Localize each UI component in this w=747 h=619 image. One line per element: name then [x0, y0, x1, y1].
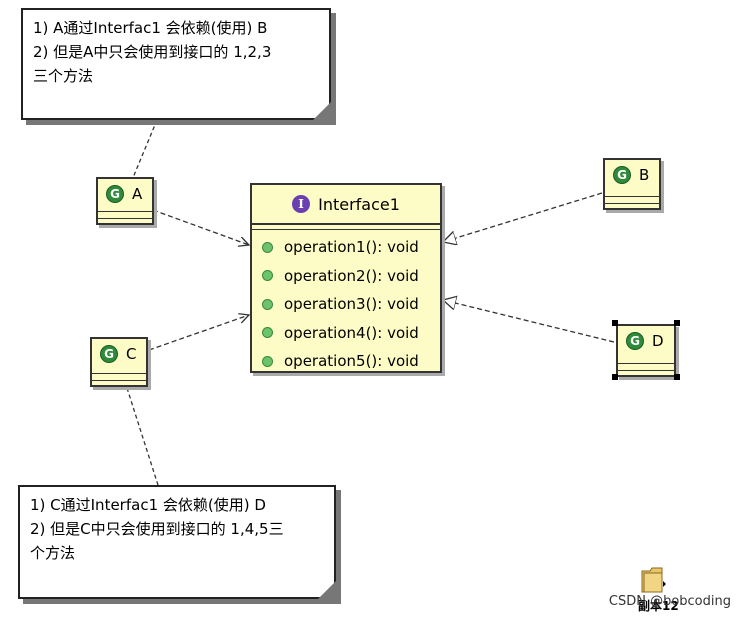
realization-b-interface [443, 192, 603, 242]
note-c-anchor-line [126, 387, 159, 486]
class-d-compartments [618, 363, 674, 371]
operation-row[interactable]: operation1(): void [252, 233, 440, 262]
operation-row[interactable]: operation5(): void [252, 347, 440, 376]
operation-row[interactable]: operation2(): void [252, 262, 440, 291]
dependency-a-interface [152, 209, 249, 245]
interface-operations: operation1(): void operation2(): void op… [252, 230, 440, 376]
class-c-compartments [92, 373, 146, 381]
class-icon: G [100, 345, 118, 363]
note-c-line-3: 个方法 [30, 544, 76, 562]
class-c[interactable]: G C [90, 337, 148, 387]
operation-label: operation5(): void [284, 352, 419, 371]
realization-d-interface [443, 300, 615, 343]
class-d[interactable]: G D [616, 324, 676, 377]
operation-row[interactable]: operation4(): void [252, 319, 440, 348]
selection-handle[interactable] [674, 320, 680, 326]
watermark: CSDN @bobcoding [608, 594, 731, 609]
class-b-name: B [639, 166, 650, 184]
folder-label: 副本12 [638, 599, 679, 613]
class-b[interactable]: G B [603, 158, 661, 210]
class-icon: G [106, 185, 124, 203]
dependency-c-interface [148, 315, 249, 351]
public-method-icon [262, 270, 273, 282]
folder-icon[interactable] [640, 565, 666, 595]
note-c-fold [318, 581, 336, 599]
class-a-name: A [132, 185, 143, 203]
public-method-icon [262, 298, 273, 310]
class-d-name: D [652, 332, 664, 350]
operation-row[interactable]: operation3(): void [252, 290, 440, 319]
interface-icon: I [292, 195, 311, 213]
selection-handle[interactable] [674, 374, 680, 380]
note-a[interactable]: 1) A通过Interfac1 会依赖(使用) B 2) 但是A中只会使用到接口… [21, 8, 331, 120]
operation-label: operation4(): void [284, 323, 419, 342]
public-method-icon [262, 355, 273, 367]
operation-label: operation1(): void [284, 238, 419, 257]
operation-label: operation2(): void [284, 266, 419, 285]
selection-handle[interactable] [612, 374, 618, 380]
note-a-fold [313, 102, 331, 120]
interface-1[interactable]: I Interface1 operation1(): void operatio… [250, 183, 442, 373]
note-a-line-2: 2) 但是A中只会使用到接口的 1,2,3 [33, 43, 272, 61]
note-c-line-2: 2) 但是C中只会使用到接口的 1,4,5三 [30, 520, 284, 538]
class-icon: G [626, 332, 644, 350]
interface-name: Interface1 [318, 194, 400, 214]
note-c[interactable]: 1) C通过Interfac1 会依赖(使用) D 2) 但是C中只会使用到接口… [18, 485, 336, 599]
interface-attribute-compartment [252, 225, 440, 230]
note-a-anchor-line [131, 119, 158, 181]
class-icon: G [613, 166, 631, 184]
public-method-icon [262, 241, 273, 253]
interface-title: I Interface1 [252, 185, 440, 225]
note-a-line-3: 三个方法 [33, 67, 94, 85]
class-a-compartments [98, 211, 152, 219]
operation-label: operation3(): void [284, 295, 419, 314]
public-method-icon [262, 327, 273, 339]
class-c-name: C [126, 345, 137, 363]
note-a-line-1: 1) A通过Interfac1 会依赖(使用) B [33, 19, 268, 37]
selection-handle[interactable] [612, 320, 618, 326]
class-b-compartments [605, 196, 659, 204]
note-c-line-1: 1) C通过Interfac1 会依赖(使用) D [30, 496, 266, 514]
class-a[interactable]: G A [96, 177, 154, 225]
